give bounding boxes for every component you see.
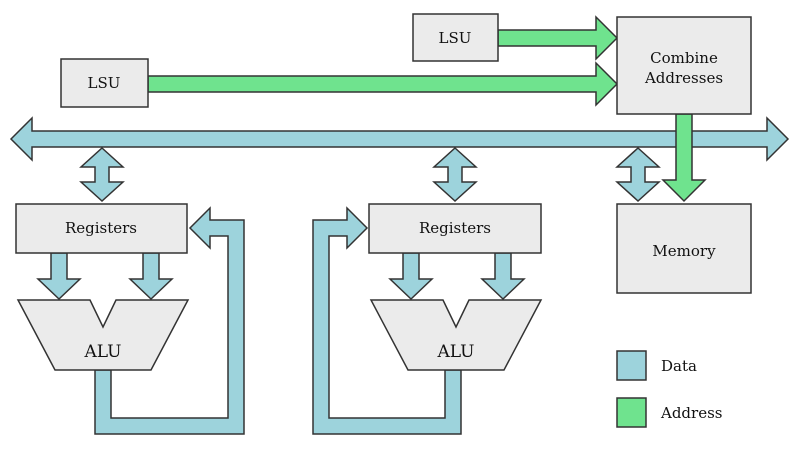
data-arrow-bus-memory bbox=[615, 146, 661, 203]
alu-left-label: ALU bbox=[84, 342, 122, 362]
data-arrow-reg-alu-left-b bbox=[128, 252, 174, 301]
combine-addresses-box bbox=[616, 16, 752, 115]
lsu-box-top bbox=[412, 13, 499, 62]
address-arrow-lsu-left bbox=[147, 61, 619, 107]
data-arrow-reg-alu-left-a bbox=[36, 252, 82, 301]
alu-left bbox=[16, 299, 190, 371]
registers-left-label: Registers bbox=[65, 219, 137, 237]
alu-right-label: ALU bbox=[437, 342, 475, 362]
combine-label-line1: Combine bbox=[650, 49, 718, 67]
legend-address-label: Address bbox=[660, 404, 722, 422]
combine-label-line2: Addresses bbox=[644, 69, 723, 87]
data-arrow-bus-registers-left bbox=[79, 146, 125, 203]
alu-right bbox=[369, 299, 543, 371]
data-bus bbox=[9, 116, 790, 162]
registers-right-label: Registers bbox=[419, 219, 491, 237]
legend-data-label: Data bbox=[661, 357, 697, 375]
memory-label: Memory bbox=[652, 242, 716, 260]
memory-box bbox=[616, 203, 752, 294]
data-arrow-reg-alu-right-a bbox=[388, 252, 434, 301]
registers-box-left bbox=[15, 203, 188, 254]
feedback-loop-right bbox=[312, 206, 462, 435]
registers-box-right bbox=[368, 203, 542, 254]
legend-address-swatch bbox=[616, 397, 647, 428]
lsu-box-left bbox=[60, 58, 149, 108]
lsu-left-label: LSU bbox=[88, 74, 121, 92]
address-arrow-lsu-top bbox=[497, 15, 619, 61]
data-arrow-bus-registers-right bbox=[432, 146, 478, 203]
feedback-loop-left bbox=[94, 206, 245, 435]
lsu-top-label: LSU bbox=[439, 29, 472, 47]
address-arrow-to-memory bbox=[661, 113, 707, 203]
legend-data-swatch bbox=[616, 350, 647, 381]
data-arrow-reg-alu-right-b bbox=[480, 252, 526, 301]
